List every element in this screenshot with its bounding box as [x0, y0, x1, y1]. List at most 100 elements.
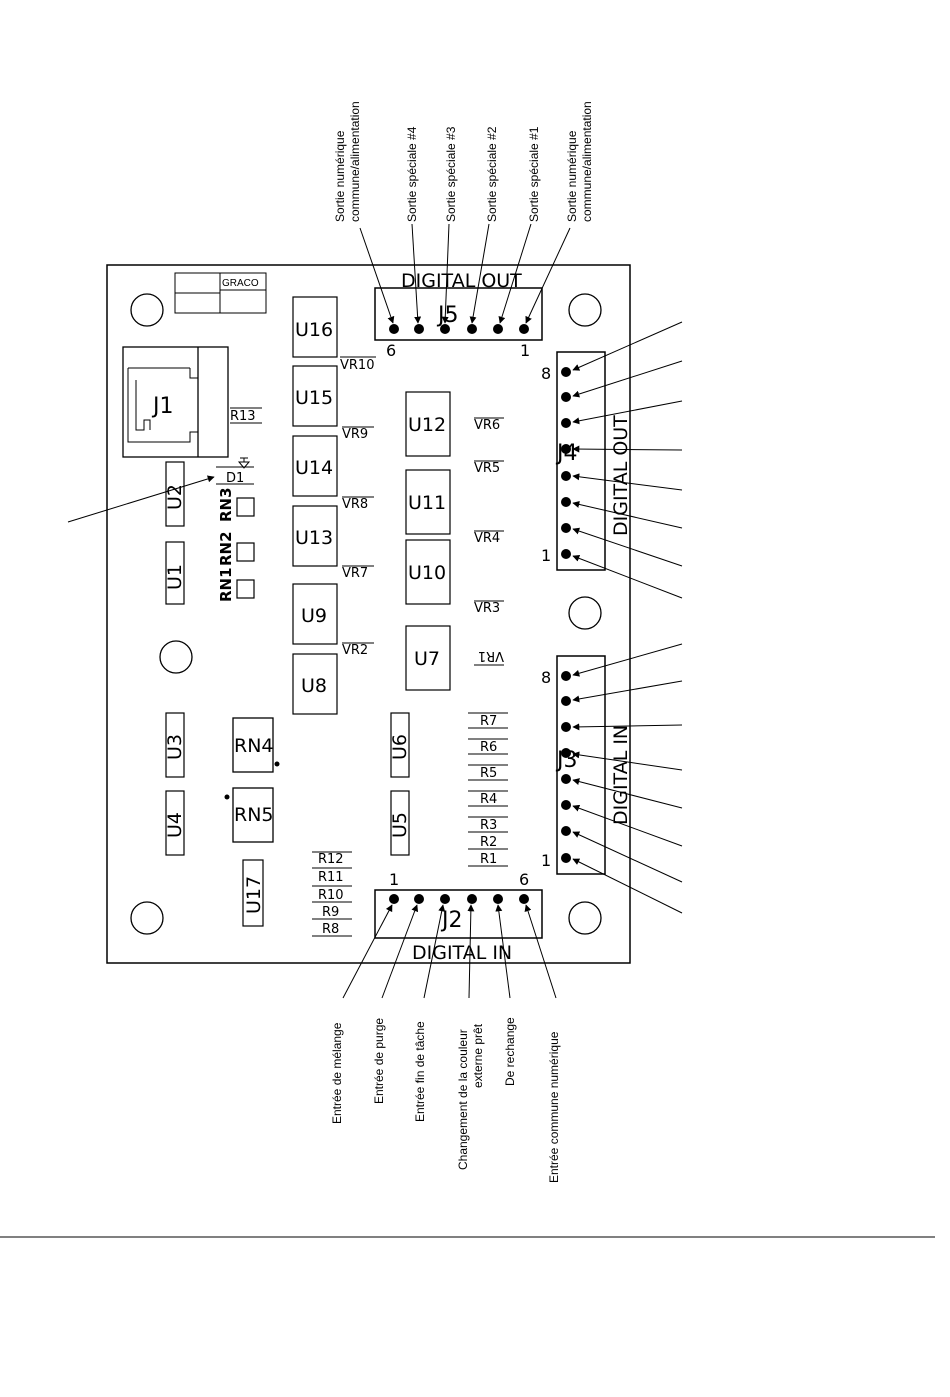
rn5-label: RN5 — [234, 804, 274, 826]
j2-pin-6: 6 — [519, 870, 529, 889]
r9-label: R9 — [322, 905, 339, 920]
u2-label: U2 — [164, 484, 186, 510]
chip-u13 — [292, 505, 338, 567]
u17-label: U17 — [243, 876, 265, 914]
vr7-label: VR7 — [342, 566, 368, 581]
j3-label: J3 — [555, 748, 578, 773]
j2-pin-1: 1 — [389, 870, 399, 889]
connector-j5: DIGITAL OUT J5 6 1 — [374, 270, 543, 360]
r8-label: R8 — [322, 922, 339, 937]
mounting-hole — [159, 640, 193, 674]
u9-label: U9 — [301, 605, 327, 627]
u4-label: U4 — [164, 812, 186, 838]
r4-label: R4 — [480, 792, 497, 807]
chip-u17 — [242, 859, 264, 927]
r11-label: R11 — [318, 870, 344, 885]
callout-bottom-6: Entrée commune numérique — [547, 1031, 561, 1183]
vr6-label: VR6 — [474, 418, 500, 433]
connector-j2: DIGITAL IN J2 1 6 — [374, 870, 543, 964]
vr2-label: VR2 — [342, 643, 368, 658]
rn1-pad — [236, 579, 255, 599]
callout-top-1-line2: commune/alimentation — [348, 101, 362, 222]
rn2-label: RN2 — [217, 531, 235, 566]
chip-u4 — [165, 790, 185, 856]
chip-rn4 — [232, 717, 274, 773]
chip-u5 — [390, 790, 410, 856]
chip-rn5 — [232, 787, 274, 843]
u13-label: U13 — [295, 527, 333, 549]
r1-label: R1 — [480, 852, 497, 867]
j5-title: DIGITAL OUT — [401, 270, 522, 292]
r2-label: R2 — [480, 835, 497, 850]
callout-bottom-2: Entrée de purge — [372, 1018, 386, 1104]
j4-pin-8: 8 — [541, 364, 551, 383]
j4-title: DIGITAL OUT — [610, 415, 632, 536]
chip-u16 — [292, 296, 338, 358]
callout-top-6-line1: Sortie numérique — [565, 130, 579, 222]
diode-d1: D1 — [216, 457, 254, 486]
r6-label: R6 — [480, 740, 497, 755]
u3-label: U3 — [164, 734, 186, 760]
j4-pin-1: 1 — [541, 546, 551, 565]
chip-u1 — [165, 541, 185, 605]
callout-top-1-line1: Sortie numérique — [333, 130, 347, 222]
j5-pin-6: 6 — [386, 341, 396, 360]
u14-label: U14 — [295, 457, 333, 479]
u7-label: U7 — [414, 648, 440, 670]
vr4-label: VR4 — [474, 531, 500, 546]
vr8-label: VR8 — [342, 497, 368, 512]
connector-j1: J1 — [122, 346, 229, 458]
chip-u14 — [292, 435, 338, 497]
u16-label: U16 — [295, 319, 333, 341]
vr3-label: VR3 — [474, 601, 500, 616]
callout-bottom-5: De rechange — [503, 1017, 517, 1086]
callout-bottom-1: Entrée de mélange — [330, 1022, 344, 1124]
rn1-label: RN1 — [217, 567, 235, 602]
j2-label: J2 — [440, 908, 463, 933]
u15-label: U15 — [295, 387, 333, 409]
r3-label: R3 — [480, 818, 497, 833]
r13-label: R13 — [230, 409, 256, 424]
chip-u9 — [292, 583, 338, 645]
d1-label: D1 — [226, 471, 244, 486]
callout-top-2: Sortie spéciale #4 — [405, 126, 419, 222]
chip-u2 — [165, 461, 185, 527]
callout-top-5: Sortie spéciale #1 — [527, 126, 541, 222]
graco-logo-text: GRACO — [222, 278, 259, 289]
u1-label: U1 — [164, 564, 186, 590]
chip-u7 — [405, 625, 451, 691]
callout-bottom-4-line1: Changement de la couleur — [456, 1029, 470, 1170]
connector-j3: DIGITAL IN J3 8 1 — [541, 655, 632, 875]
j1-label: J1 — [151, 394, 174, 419]
mounting-holes — [130, 293, 602, 935]
callout-top-3: Sortie spéciale #3 — [444, 126, 458, 222]
j3-pin-1: 1 — [541, 851, 551, 870]
r10-label: R10 — [318, 888, 344, 903]
callout-top-4: Sortie spéciale #2 — [485, 126, 499, 222]
mounting-hole — [568, 901, 602, 935]
mounting-hole — [568, 293, 602, 327]
u10-label: U10 — [408, 562, 446, 584]
j3-title: DIGITAL IN — [610, 725, 632, 825]
j5-label: J5 — [436, 303, 459, 328]
mounting-hole — [568, 596, 602, 630]
vr5-label: VR5 — [474, 461, 500, 476]
j3-pin-8: 8 — [541, 668, 551, 687]
vr1-label: VR1 — [478, 648, 504, 663]
rn2-pad — [236, 542, 255, 562]
callout-bottom-4-line2: externe prêt — [471, 1023, 485, 1088]
callout-top-6-line2: commune/alimentation — [580, 101, 594, 222]
chip-u11 — [405, 469, 451, 535]
chip-u8 — [292, 653, 338, 715]
callout-bottom-3: Entrée fin de tâche — [413, 1021, 427, 1122]
chip-u15 — [292, 365, 338, 427]
mounting-hole — [130, 901, 164, 935]
chip-u6 — [390, 712, 410, 778]
u12-label: U12 — [408, 414, 446, 436]
rn4-label: RN4 — [234, 735, 274, 757]
graco-logo: GRACO — [174, 272, 267, 314]
j2-title: DIGITAL IN — [412, 942, 512, 964]
j5-pin-1: 1 — [520, 341, 530, 360]
chip-u12 — [405, 391, 451, 457]
